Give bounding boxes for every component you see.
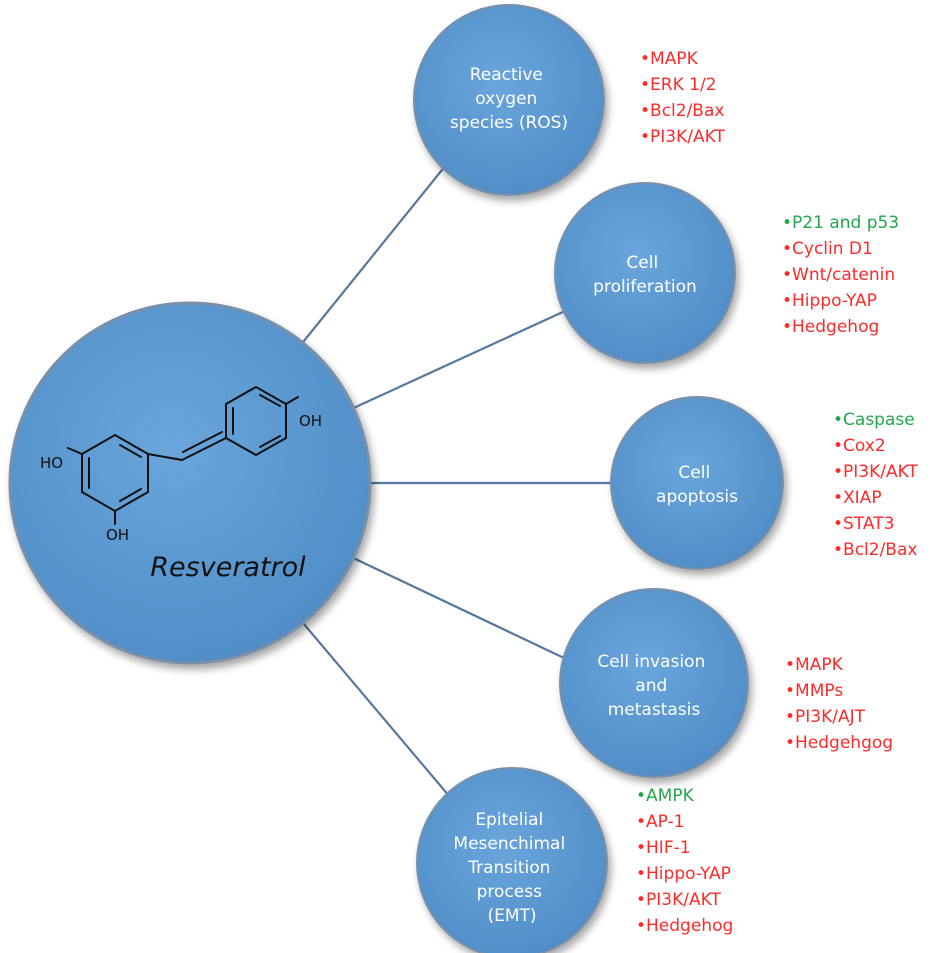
oh-top-label: OH	[299, 412, 322, 430]
central-circle	[8, 301, 372, 665]
node-proliferation-title: Cell proliferation	[593, 253, 697, 297]
node-ros-circle	[413, 4, 605, 196]
list-item: •Bcl2/Bax	[833, 540, 917, 560]
connector-ros	[286, 159, 451, 363]
node-ros-title: Reactive oxygen species (ROS)	[450, 65, 568, 133]
list-item: •ERK 1/2	[640, 75, 717, 95]
list-item: •P21 and p53	[782, 213, 899, 233]
list-item: •PI3K/AJT	[785, 707, 866, 727]
list-item: •Hedgehog	[782, 317, 879, 337]
list-apoptosis: •Caspase •Cox2 •PI3K/AKT •XIAP •STAT3 •B…	[833, 410, 918, 560]
list-item: •Hippo-YAP	[782, 291, 877, 311]
list-item: •AMPK	[636, 786, 695, 806]
list-item: •Wnt/catenin	[782, 265, 895, 285]
central-node: OH HO OH Resveratrol	[8, 301, 372, 665]
list-item: •Cox2	[833, 436, 886, 456]
node-apoptosis: Cell apoptosis	[610, 396, 784, 570]
list-item: •MAPK	[640, 49, 699, 69]
node-invasion: Cell invasion and metastasis	[559, 588, 749, 778]
list-item: •HIF-1	[636, 838, 691, 858]
node-apoptosis-title: Cell apoptosis	[656, 463, 738, 507]
node-ros: Reactive oxygen species (ROS)	[413, 4, 605, 196]
connector-emt	[286, 603, 456, 804]
list-item: •MMPs	[785, 681, 843, 701]
node-emt-circle	[416, 767, 608, 953]
node-invasion-circle	[559, 588, 749, 778]
list-emt: •AMPK •AP-1 •HIF-1 •Hippo-YAP •PI3K/AKT …	[636, 786, 733, 936]
connector-lines	[286, 159, 612, 804]
list-item: •PI3K/AKT	[833, 462, 918, 482]
connector-invasion	[346, 554, 565, 659]
list-item: •PI3K/AKT	[636, 890, 721, 910]
connector-proliferation	[346, 310, 566, 412]
node-proliferation-circle	[554, 182, 736, 364]
central-label: Resveratrol	[150, 552, 306, 583]
list-item: •Bcl2/Bax	[640, 101, 724, 121]
node-apoptosis-circle	[610, 396, 784, 570]
node-emt-title: Epitelial Mesenchimal Transition process…	[453, 810, 570, 926]
list-ros: •MAPK •ERK 1/2 •Bcl2/Bax •PI3K/AKT	[640, 49, 725, 147]
resveratrol-structure: OH HO OH	[40, 385, 322, 544]
node-emt: Epitelial Mesenchimal Transition process…	[416, 767, 608, 953]
list-item: •PI3K/AKT	[640, 127, 725, 147]
node-proliferation: Cell proliferation	[554, 182, 736, 364]
oh-bottom-label: OH	[106, 526, 129, 544]
list-invasion: •MAPK •MMPs •PI3K/AJT •Hedgehgog	[785, 655, 893, 753]
list-item: •Hedgehgog	[785, 733, 893, 753]
list-item: •Cyclin D1	[782, 239, 873, 259]
list-item: •XIAP	[833, 488, 882, 508]
list-item: •Caspase	[833, 410, 915, 430]
list-item: •MAPK	[785, 655, 844, 675]
list-item: •Hedgehog	[636, 916, 733, 936]
ho-left-label: HO	[40, 454, 63, 472]
list-proliferation: •P21 and p53 •Cyclin D1 •Wnt/catenin •Hi…	[782, 213, 899, 337]
node-invasion-title: Cell invasion and metastasis	[597, 652, 710, 720]
list-item: •STAT3	[833, 514, 894, 534]
list-item: •AP-1	[636, 812, 685, 832]
list-item: •Hippo-YAP	[636, 864, 731, 884]
